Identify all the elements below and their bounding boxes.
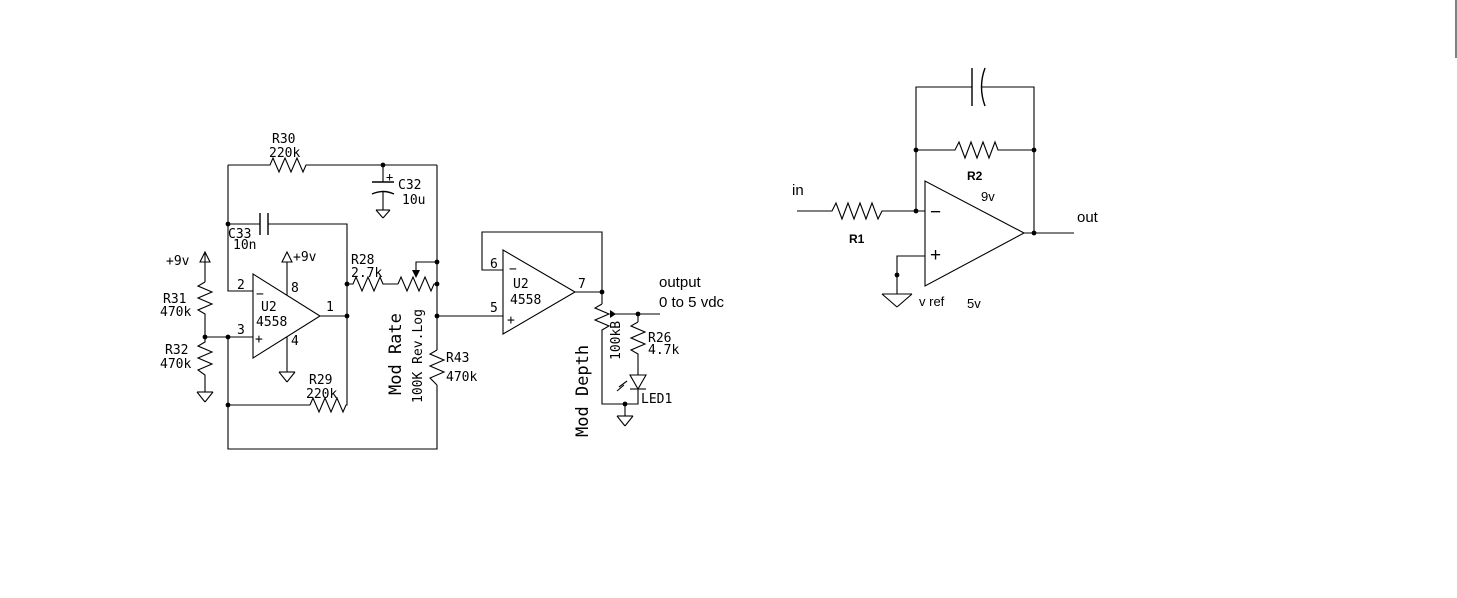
r43-resistor: [428, 349, 446, 386]
integrator-opamp: [924, 180, 1074, 287]
u2b-pin5: 5: [490, 301, 498, 316]
r2-label: R2: [967, 169, 983, 183]
u2a-ref: U2: [261, 300, 277, 315]
divider-supply-label: +9v: [166, 254, 190, 269]
divider-supply-arrow: [199, 250, 211, 282]
junction-dot: [1031, 147, 1037, 153]
integrator-plus: +: [930, 245, 941, 266]
feedback-capacitor: [915, 67, 1035, 233]
junction-dot: [599, 289, 605, 295]
r30-value: 220k: [269, 146, 300, 161]
u2a-vcc: +9v: [293, 250, 317, 265]
u2b-pin6: 6: [490, 257, 498, 272]
u2b-plus: +: [507, 313, 515, 328]
integrator-circuit: in R1 R2 − + 9v out: [792, 67, 1099, 311]
u2b-pin7: 7: [578, 277, 586, 292]
r31-value: 470k: [160, 305, 191, 320]
r30-resistor: [228, 156, 437, 174]
pin2-wire: [227, 165, 253, 292]
r43-ref: R43: [446, 351, 469, 366]
r43-value: 470k: [446, 370, 477, 385]
r31-ref: R31: [163, 292, 186, 307]
r2-resistor: [916, 140, 1034, 160]
junction-dot: [380, 162, 386, 168]
r31-resistor: [196, 281, 214, 337]
mod-rate-pot: [397, 261, 437, 293]
c32-plus: +: [386, 170, 393, 184]
integrator-out-label: out: [1077, 209, 1099, 226]
c32-capacitor: [371, 165, 395, 219]
r32-value: 470k: [160, 357, 191, 372]
junction-dot: [344, 313, 350, 319]
r29-ref: R29: [309, 373, 332, 388]
r28-value: 2.7k: [351, 266, 382, 281]
u2a-opamp: [252, 250, 347, 383]
u2a-plus: +: [255, 332, 263, 347]
vref-ground-symbol: [881, 255, 925, 308]
r26-ref: R26: [648, 331, 671, 346]
c33-value: 10n: [233, 238, 256, 253]
lfo-circuit: R30 220k C33 10n + C32 10u: [160, 132, 725, 450]
u2b-minus: −: [509, 262, 517, 277]
bottom-loop-wire: [227, 385, 438, 450]
output-label: output: [659, 274, 702, 291]
integrator-in-label: in: [792, 182, 804, 199]
u2b-ref: U2: [513, 277, 529, 292]
u2a-pin2: 2: [237, 278, 245, 293]
r29-resistor: [309, 316, 348, 414]
u2a-pin1: 1: [326, 300, 334, 315]
integrator-supply-label: 9v: [981, 189, 995, 204]
c33-ref: C33: [228, 227, 251, 242]
r28-resistor: [347, 275, 398, 293]
r28-ref: R28: [351, 253, 374, 268]
r26-value: 4.7k: [648, 343, 679, 358]
u2a-pin8: 8: [291, 281, 299, 296]
u2a-part: 4558: [256, 315, 287, 330]
vref-label: v ref: [919, 294, 945, 309]
mod-depth-name: Mod Depth: [573, 345, 593, 437]
r1-resistor: [797, 201, 925, 221]
led1-ref: LED1: [641, 392, 672, 407]
r32-resistor: [196, 337, 214, 403]
junction-dot: [1031, 230, 1037, 236]
r26-resistor: [629, 321, 647, 375]
r1-label: R1: [849, 232, 865, 246]
u2a-minus: −: [256, 287, 264, 302]
output-range: 0 to 5 vdc: [659, 294, 725, 311]
c32-ref: C32: [398, 178, 421, 193]
integrator-minus: −: [930, 202, 941, 223]
junction-dot: [913, 147, 919, 153]
u2a-pin4: 4: [291, 334, 299, 349]
r29-value: 220k: [306, 387, 337, 402]
led1-diode: [616, 374, 647, 405]
vref-value: 5v: [967, 296, 981, 311]
c32-value: 10u: [402, 193, 425, 208]
ground-symbol: [616, 404, 634, 427]
mod-depth-value: 100kB: [609, 321, 624, 360]
u2b-part: 4558: [510, 293, 541, 308]
r32-ref: R32: [165, 343, 188, 358]
junction-dot: [894, 272, 900, 278]
u2a-pin3: 3: [237, 323, 245, 338]
mod-rate-value: 100K Rev.Log: [411, 309, 426, 403]
mod-rate-name: Mod Rate: [386, 313, 406, 395]
r30-ref: R30: [272, 132, 295, 147]
